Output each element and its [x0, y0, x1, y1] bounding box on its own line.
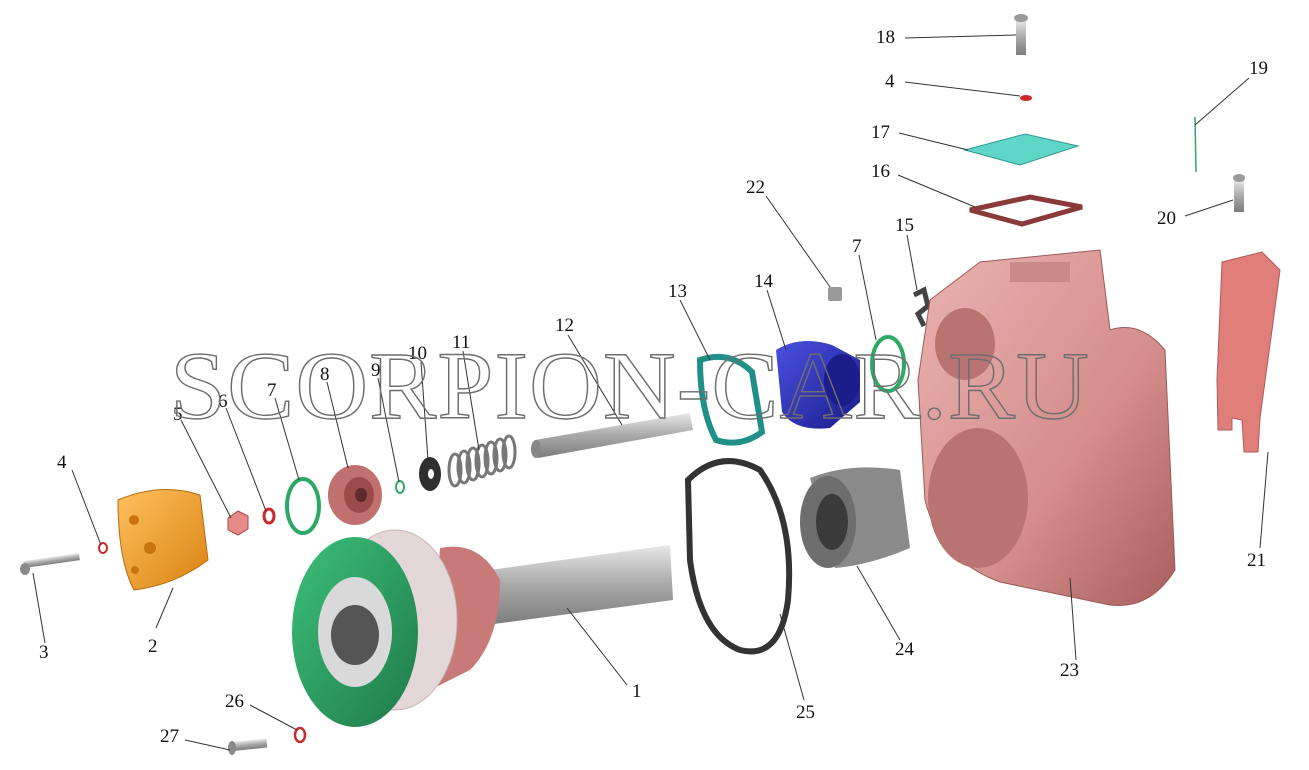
bolt-part-27: [228, 738, 268, 755]
callout-7b: 7: [852, 236, 862, 257]
callout-4a: 4: [57, 452, 67, 473]
shaft-part-1: [292, 529, 673, 727]
callout-9: 9: [371, 360, 381, 381]
callout-14: 14: [754, 271, 774, 292]
callout-11: 11: [452, 332, 470, 353]
callout-20: 20: [1157, 208, 1176, 229]
nut-part-5: [227, 510, 249, 536]
housing-part-23: [917, 249, 1176, 607]
callout-15: 15: [895, 215, 914, 236]
callout-27: 27: [160, 726, 179, 747]
callout-18: 18: [876, 27, 895, 48]
oring-part-26: [293, 726, 307, 744]
callout-25: 25: [796, 702, 815, 723]
callout-22: 22: [746, 177, 765, 198]
bearing-part-8: [328, 465, 382, 525]
callout-16: 16: [871, 161, 890, 182]
spring-part-11: [447, 434, 517, 488]
oring-part-4a: [98, 542, 108, 554]
oring-part-9: [395, 480, 405, 494]
callout-4b: 4: [885, 71, 895, 92]
callout-1: 1: [632, 681, 642, 702]
bolt-part-3: [20, 553, 80, 575]
callout-19: 19: [1249, 58, 1268, 79]
callout-23: 23: [1060, 660, 1079, 681]
oring-part-4b: [1020, 95, 1032, 101]
callout-10: 10: [408, 343, 427, 364]
rod-part-12: [531, 413, 693, 458]
callout-24: 24: [895, 639, 915, 660]
callout-2: 2: [148, 636, 158, 657]
callout-17: 17: [871, 122, 890, 143]
gasket-part-13: [696, 354, 766, 446]
bolt-part-18: [1014, 14, 1028, 55]
callout-12: 12: [555, 315, 574, 336]
oring-part-7b: [870, 335, 906, 393]
callout-5: 5: [173, 404, 183, 425]
clip-part-15: [912, 286, 931, 328]
callout-13: 13: [668, 281, 687, 302]
plug-part-22: [828, 287, 842, 301]
oring-part-6: [262, 507, 276, 525]
gasket-part-16: [969, 194, 1083, 227]
callout-6: 6: [218, 391, 228, 412]
callout-7a: 7: [267, 380, 277, 401]
callout-8: 8: [320, 364, 330, 385]
watermark-text: SCORPION-CAR.RU: [170, 332, 1090, 439]
coupling-part-24: [800, 467, 910, 568]
leader-lines: [32, 34, 1269, 751]
bolt-part-20: [1233, 174, 1245, 212]
oring-part-7a: [285, 477, 321, 535]
washer-part-10: [419, 457, 441, 491]
plate-part-17: [963, 133, 1080, 166]
callout-26: 26: [225, 691, 244, 712]
gasket-part-25: [684, 458, 793, 655]
pin-part-19: [1194, 116, 1197, 173]
fork-part-21: [1216, 251, 1281, 453]
callout-21: 21: [1247, 550, 1266, 571]
cap-part-14: [776, 341, 860, 429]
callout-3: 3: [39, 642, 49, 663]
cover-part-2: [117, 489, 209, 591]
